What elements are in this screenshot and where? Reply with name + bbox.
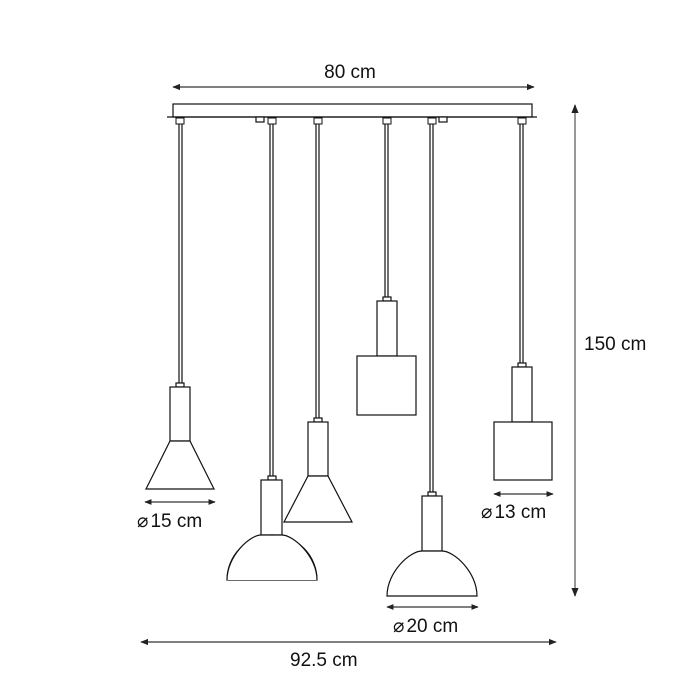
cone-shade-diameter-label: ⌀15 cm <box>137 511 203 532</box>
total-height-label: 150 cm <box>584 334 647 355</box>
diameter-icon: ⌀ <box>393 616 405 637</box>
canopy-width-label: 80 cm <box>324 62 376 83</box>
cable-mounts <box>175 117 527 125</box>
diameter-icon: ⌀ <box>137 511 149 532</box>
pendant-cone-middle <box>283 124 353 523</box>
shade-dimension-lines <box>144 491 554 610</box>
diameter-icon: ⌀ <box>481 502 493 523</box>
pendant-dome-right <box>386 124 478 597</box>
canopy-bar <box>167 103 537 123</box>
pendant-cylinder-right <box>493 124 553 481</box>
cylinder-shade-diameter-label: ⌀13 cm <box>481 502 547 523</box>
total-width-label: 92.5 cm <box>290 650 358 671</box>
pendant-dome-left <box>226 124 318 581</box>
pendant-cylinder-center <box>356 124 417 416</box>
dome-shade-diameter-label: ⌀20 cm <box>393 616 459 637</box>
pendant-cone-left <box>145 124 215 490</box>
